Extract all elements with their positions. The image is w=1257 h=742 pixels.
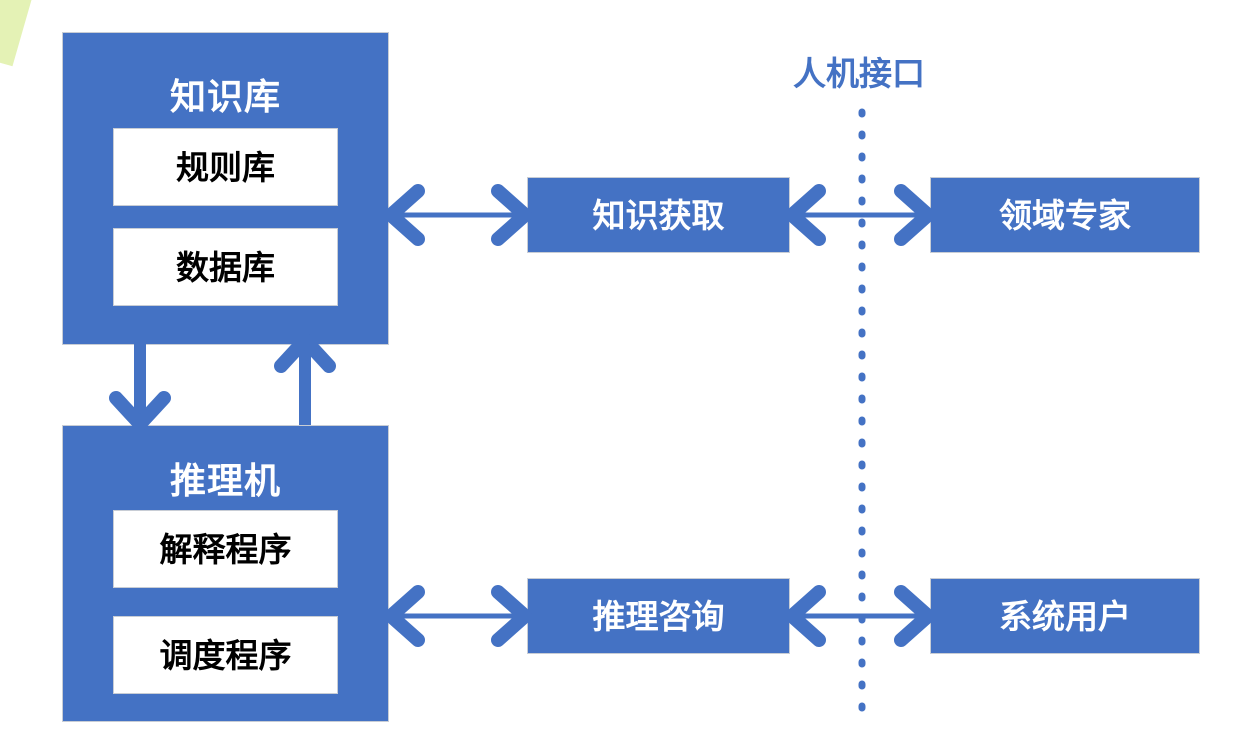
arrow-inference-engine-to-consultation <box>384 585 532 647</box>
inference-consultation-label: 推理咨询 <box>592 597 725 635</box>
domain-expert-label: 领域专家 <box>999 196 1131 234</box>
arrow-consultation-to-system-user <box>785 585 935 647</box>
knowledge-base-item-database[interactable]: 数据库 <box>113 228 338 306</box>
inference-engine-item-explanation-program[interactable]: 解释程序 <box>113 510 338 588</box>
arrow-inference-engine-up-to-kb <box>274 333 336 425</box>
arrow-knowledge-acquisition-to-domain-expert <box>785 184 935 246</box>
inference-engine-item-explanation-program-label: 解释程序 <box>159 530 292 568</box>
knowledge-acquisition-box[interactable]: 知识获取 <box>527 177 790 253</box>
system-user-label: 系统用户 <box>999 597 1131 635</box>
system-user-box[interactable]: 系统用户 <box>930 578 1200 654</box>
domain-expert-box[interactable]: 领域专家 <box>930 177 1200 253</box>
inference-consultation-box[interactable]: 推理咨询 <box>527 578 790 654</box>
inference-engine-title: 推理机 <box>169 460 281 501</box>
human-machine-interface-label: 人机接口 <box>793 55 925 92</box>
knowledge-base-item-database-label: 数据库 <box>176 248 275 286</box>
corner-accent-decoration <box>0 0 38 67</box>
knowledge-base-title: 知识库 <box>169 76 281 117</box>
arrow-kb-to-knowledge-acquisition <box>384 184 532 246</box>
knowledge-base-item-rule-base-label: 规则库 <box>176 148 275 186</box>
inference-engine-item-scheduler-program[interactable]: 调度程序 <box>113 616 338 694</box>
inference-engine-item-scheduler-program-label: 调度程序 <box>159 636 292 674</box>
knowledge-base-item-rule-base[interactable]: 规则库 <box>113 128 338 206</box>
arrow-kb-down-to-inference-engine <box>109 338 171 431</box>
knowledge-acquisition-label: 知识获取 <box>592 196 725 234</box>
